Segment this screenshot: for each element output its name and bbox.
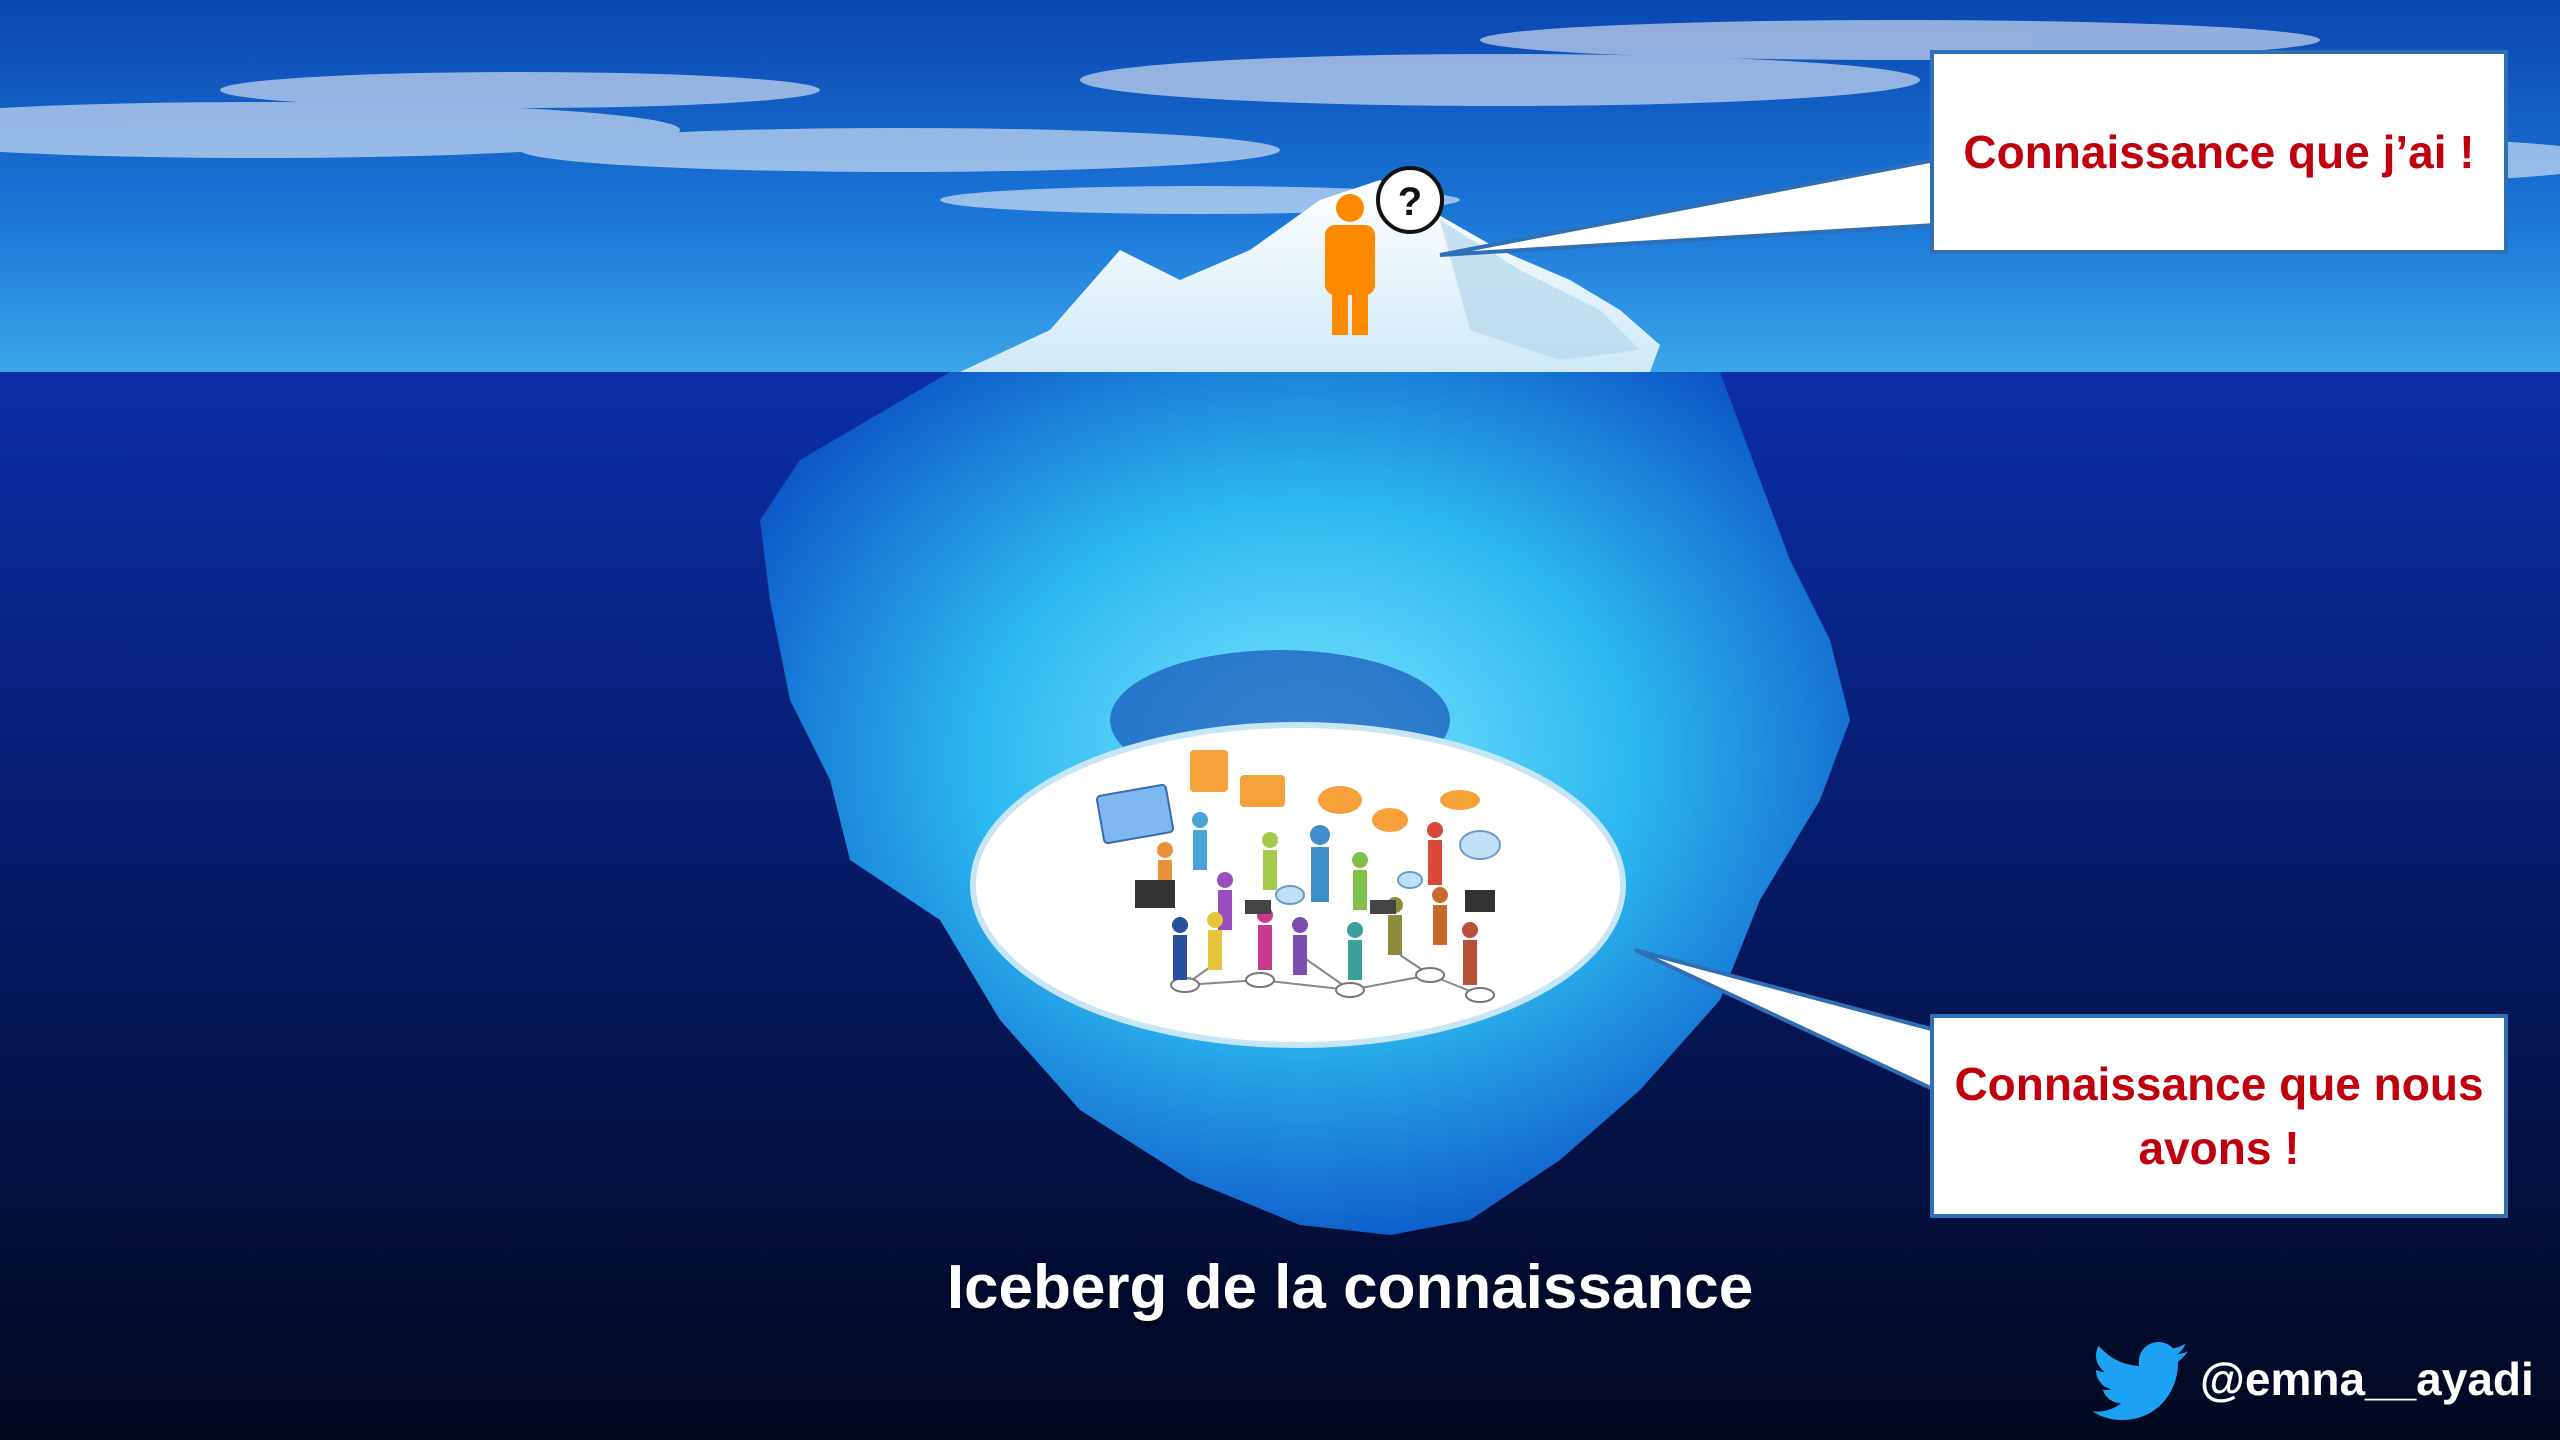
callout-my-knowledge-text: Connaissance que j’ai ! xyxy=(1963,126,2475,178)
svg-text:?: ? xyxy=(1398,180,1422,224)
community-ellipse xyxy=(970,722,1626,1048)
callout-our-knowledge: Connaissance que nous avons ! xyxy=(1930,1014,2508,1218)
slide-caption: Iceberg de la connaissance xyxy=(740,1252,1960,1323)
caption-text: Iceberg de la connaissance xyxy=(946,1253,1754,1322)
twitter-handle[interactable]: @emna__ayadi xyxy=(2200,1353,2534,1405)
question-mark-icon: ? xyxy=(1376,166,1444,234)
community-illustration xyxy=(1095,750,1501,1003)
iceberg-tip-shade xyxy=(1440,220,1640,360)
callout-our-knowledge-text: Connaissance que nous avons ! xyxy=(1954,1058,2484,1174)
callout-my-knowledge: Connaissance que j’ai ! xyxy=(1930,50,2508,254)
twitter-bird-icon xyxy=(2092,1342,2188,1420)
person-icon xyxy=(1325,194,1375,335)
